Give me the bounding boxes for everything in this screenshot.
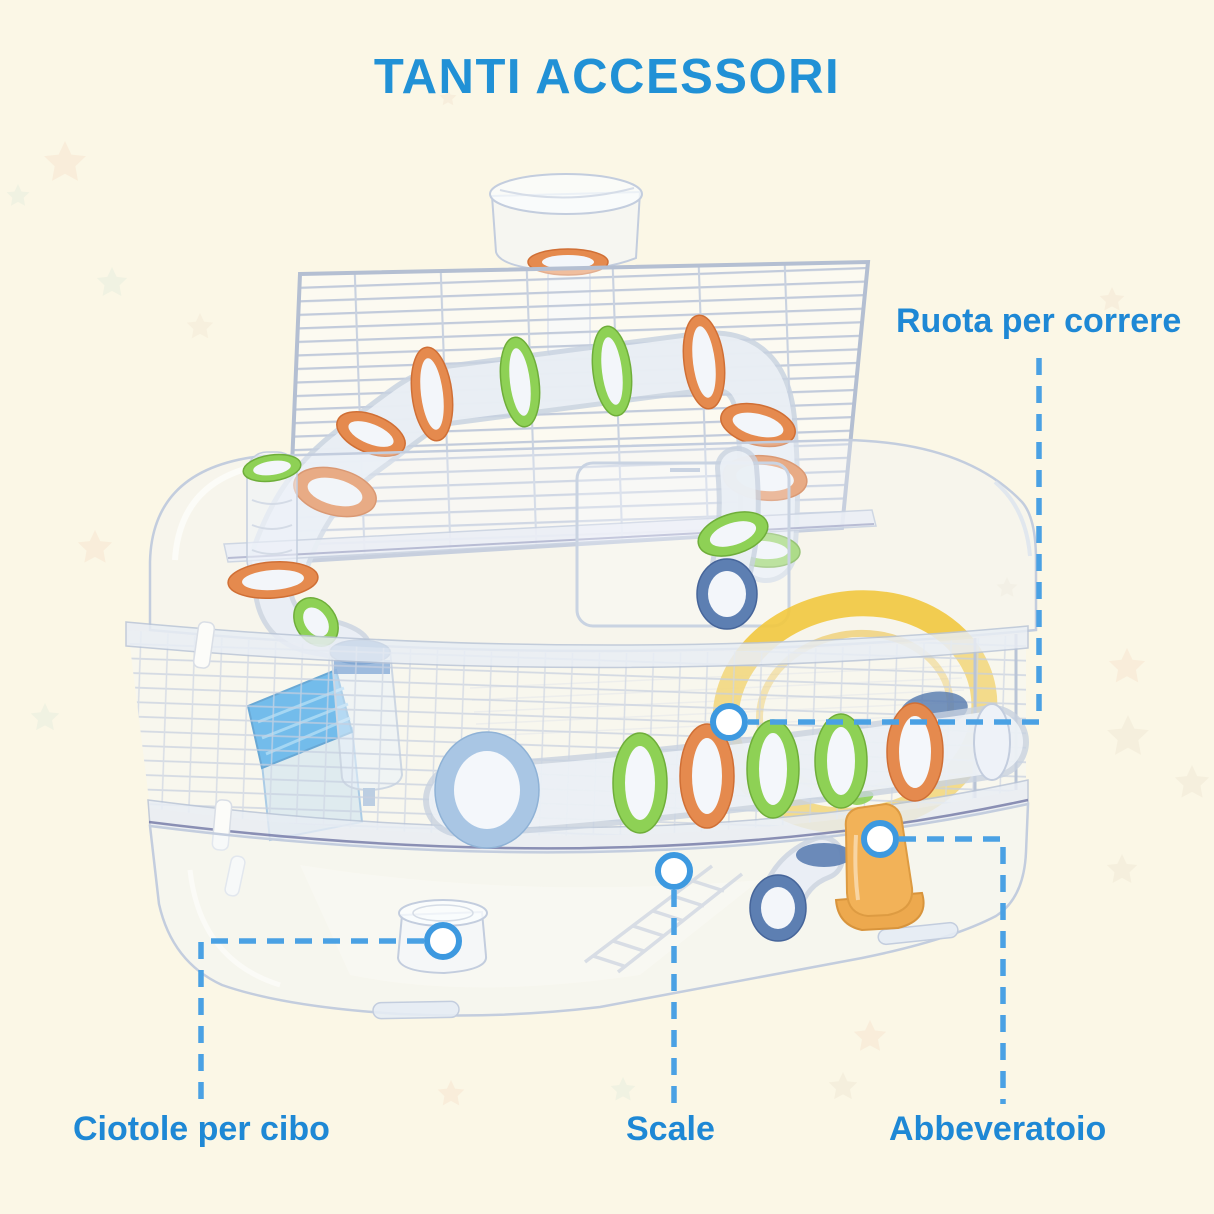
callout-marker-water	[861, 820, 899, 858]
cage-foot-left	[372, 1000, 460, 1020]
callout-label-wheel: Ruota per correre	[896, 302, 1182, 340]
lid-tube-rings	[293, 314, 808, 568]
callout-label-ladder: Scale	[626, 1110, 715, 1148]
callout-line-water	[899, 836, 1006, 1104]
dome-hanging-tube	[696, 446, 769, 630]
callout-label-water: Abbeveratoio	[889, 1110, 1107, 1148]
page-title: TANTI ACCESSORI	[373, 49, 841, 104]
callout-marker-food-bowls	[424, 922, 462, 960]
mesh-top-rim	[125, 621, 1029, 669]
callout-label-food-bowls: Ciotole per cibo	[73, 1110, 330, 1148]
lid-tube-run	[247, 314, 808, 596]
latch-clips	[192, 621, 246, 897]
bottom-elbow-tube	[749, 835, 852, 942]
ladder	[583, 864, 744, 974]
front-tube-rings	[434, 702, 944, 849]
callout-marker-wheel	[710, 703, 748, 741]
callout-markers	[424, 703, 899, 960]
callout-line-wheel	[748, 358, 1042, 725]
front-tube-row	[423, 691, 1029, 849]
callout-lines	[198, 358, 1042, 1104]
callout-marker-ladder	[655, 852, 693, 890]
hamster-cage-illustration	[125, 173, 1038, 1020]
